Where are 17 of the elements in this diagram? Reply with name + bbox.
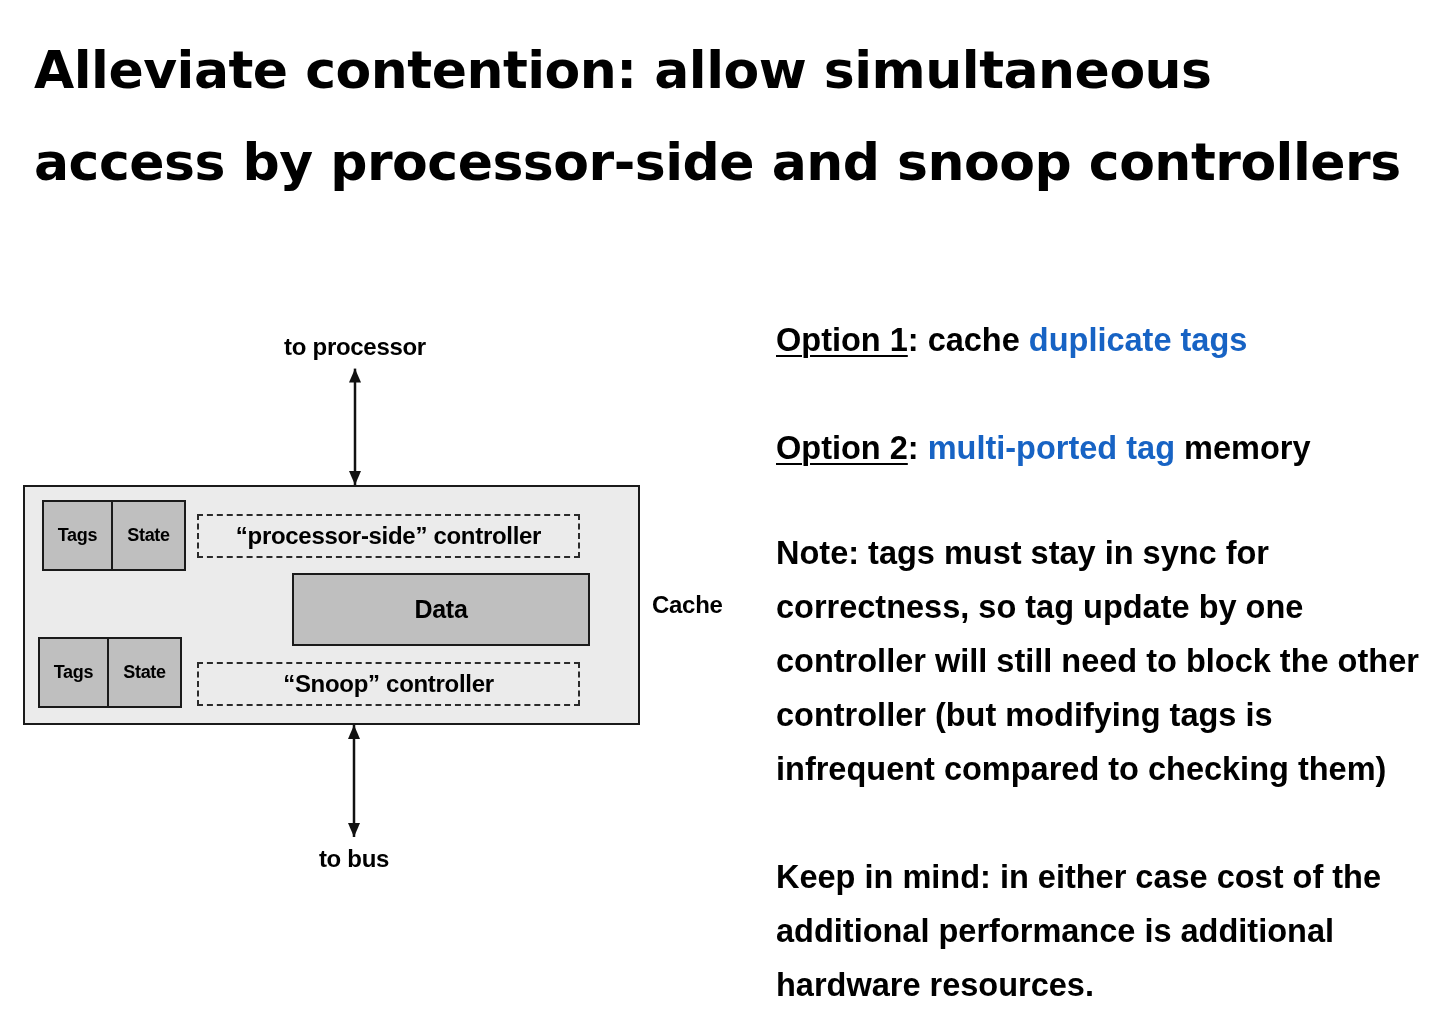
note-paragraph: Keep in mind: in either case cost of the additional performance is additional hardware resources. <box>776 858 1382 1005</box>
tag-store-box: Tags <box>42 500 113 571</box>
block-label: Cache <box>652 591 723 619</box>
data-array-box: Data <box>292 573 590 646</box>
state-store-box: State <box>107 637 182 708</box>
double-arrow <box>349 368 361 485</box>
controller-region: “processor-side” controller <box>197 514 580 558</box>
double-arrow <box>348 725 360 837</box>
option-text: Option 1: cache duplicate tags <box>776 321 1249 360</box>
option-text: Option 2: multi-ported tag memory <box>776 429 1312 468</box>
endpoint-label: to processor <box>284 333 426 361</box>
slide-title: Alleviate contention: allow simultaneous access by processor-side and snoop controllers <box>34 39 1402 194</box>
controller-region: “Snoop” controller <box>197 662 580 706</box>
state-store-box: State <box>111 500 186 571</box>
tag-store-box: Tags <box>38 637 109 708</box>
note-paragraph: Note: tags must stay in sync for correctness, so tag update by one controller will still need to block the other controller (but modifying tags is infrequent compared to checking them) <box>776 534 1420 789</box>
endpoint-label: to bus <box>318 845 390 873</box>
